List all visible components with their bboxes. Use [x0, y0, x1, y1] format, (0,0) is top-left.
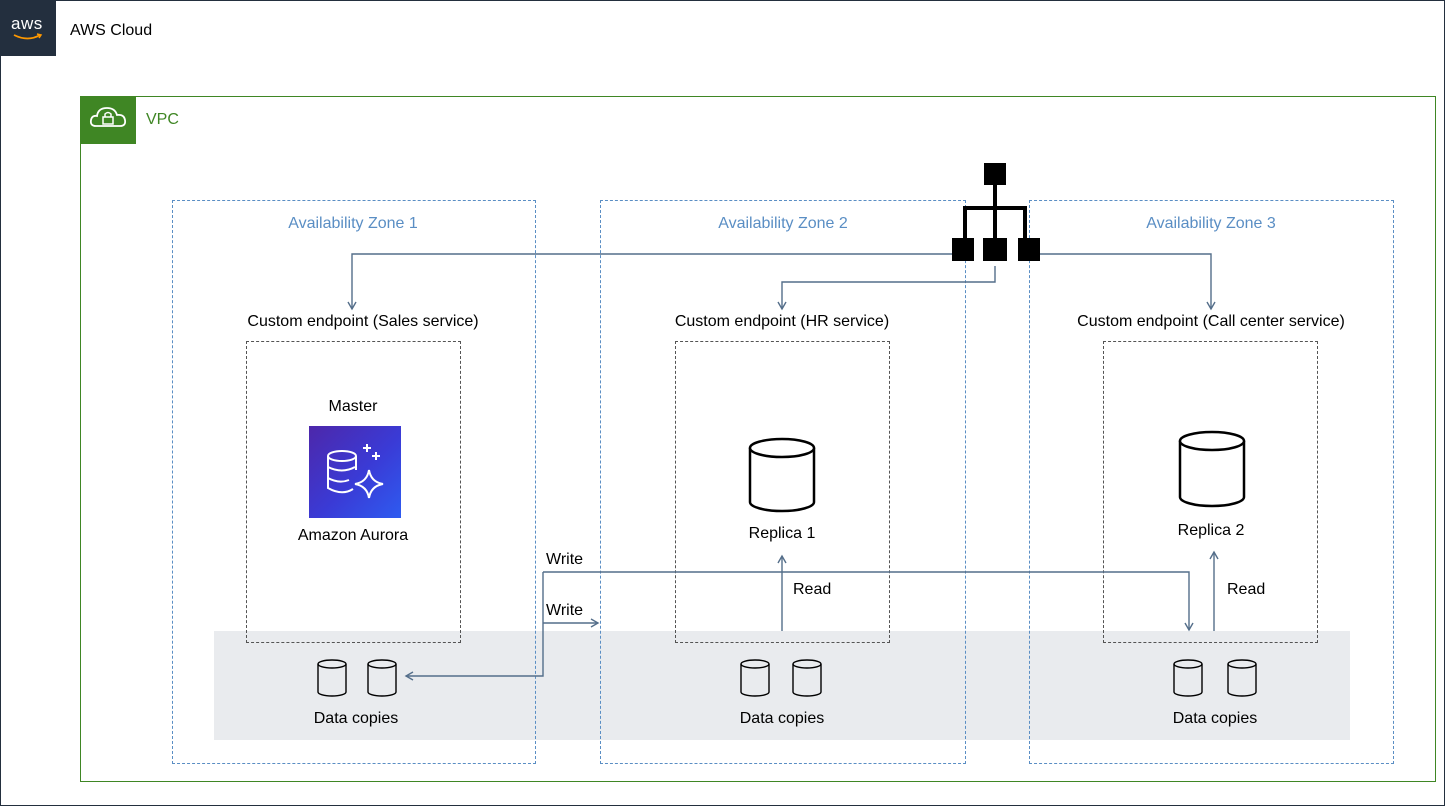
endpoint-call-center-label: Custom endpoint (Call center service) [1077, 313, 1345, 330]
availability-zone-1 [172, 200, 536, 764]
call-center-endpoint-box [1103, 341, 1318, 643]
vpc-title: VPC [146, 111, 179, 128]
database-cylinder-icon [1178, 430, 1246, 508]
write-label-2: Write [546, 602, 584, 619]
arrow-to-call-center-endpoint [1035, 253, 1216, 311]
hr-endpoint-box [675, 341, 890, 643]
data-copies-band [214, 631, 1350, 740]
write-arrow-to-az1-copies [404, 572, 544, 681]
master-label: Master [328, 398, 378, 415]
aurora-label: Amazon Aurora [297, 527, 409, 544]
storage-cylinder-icon [1173, 659, 1257, 697]
endpoint-routing-arrows [347, 253, 1216, 311]
read-label-1: Read [793, 581, 832, 598]
vpc-group [80, 96, 1436, 782]
storage-cylinder-icon [740, 659, 822, 697]
replica-1-label: Replica 1 [748, 525, 816, 542]
arrow-to-hr-endpoint [777, 266, 996, 311]
az-2-title: Availability Zone 2 [718, 215, 848, 232]
az-1-title: Availability Zone 1 [288, 215, 418, 232]
aws-logo-icon: aws [0, 0, 56, 56]
az-3-title: Availability Zone 3 [1146, 215, 1276, 232]
hierarchy-icon [952, 163, 1040, 261]
endpoint-sales-label: Custom endpoint (Sales service) [247, 313, 479, 330]
aws-smile-icon [13, 33, 43, 40]
availability-zone-2 [600, 200, 966, 764]
replica-2-label: Replica 2 [1177, 522, 1245, 539]
sales-endpoint-box [246, 341, 461, 643]
replication-arrows [404, 550, 1219, 681]
storage-cylinder-icon [317, 659, 397, 697]
arrow-to-sales-endpoint [347, 253, 956, 311]
read-label-2: Read [1227, 581, 1266, 598]
data-copies-label-1: Data copies [313, 710, 399, 727]
aws-cloud-title: AWS Cloud [70, 22, 153, 39]
aurora-database-icon [309, 426, 401, 518]
endpoint-hr-label: Custom endpoint (HR service) [674, 313, 890, 330]
availability-zone-3 [1029, 200, 1394, 764]
data-copies-label-2: Data copies [739, 710, 825, 727]
database-cylinder-icon [748, 437, 816, 513]
aws-logo-text: aws [11, 14, 43, 33]
cloud-lock-icon [80, 96, 136, 144]
data-copies-label-3: Data copies [1172, 710, 1258, 727]
write-arrow-to-az3 [543, 571, 1194, 632]
write-label-1: Write [546, 551, 584, 568]
